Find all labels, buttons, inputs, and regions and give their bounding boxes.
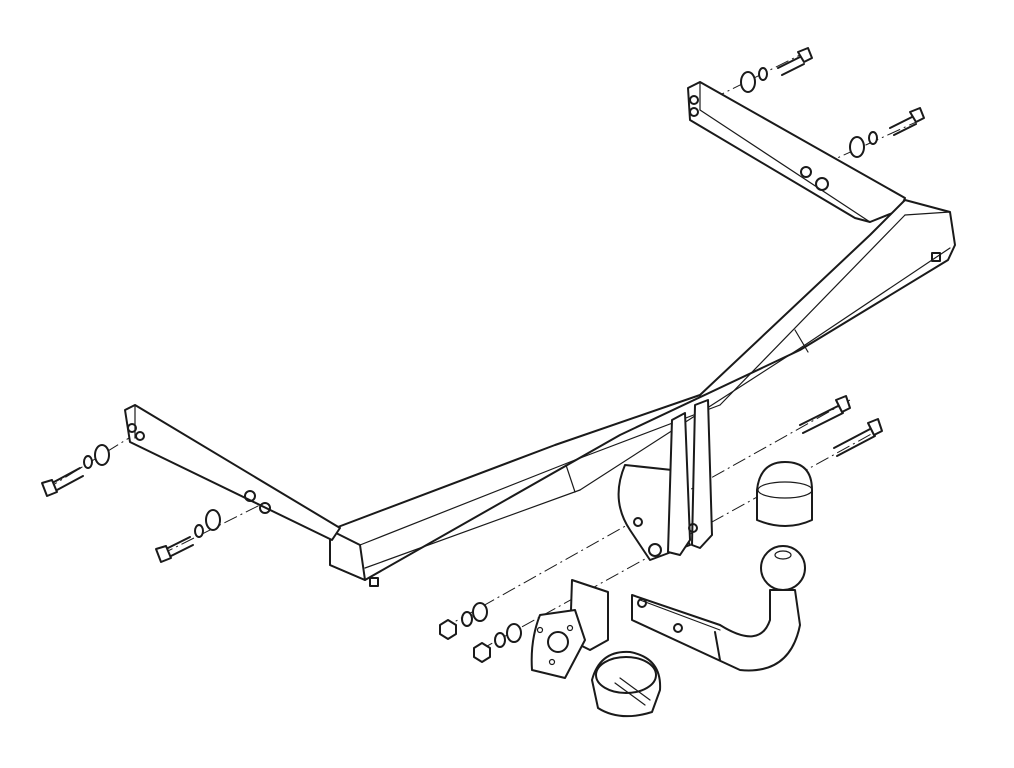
washer-left-1 [83,444,110,469]
washer-top-1 [740,67,768,93]
tow-ball [760,545,806,591]
tow-ball-neck [631,589,801,672]
bolt-left-1 [41,467,84,497]
center-bracket [617,399,713,561]
electrical-socket [591,650,662,718]
right-mounting-arm [687,81,906,223]
nuts-washers-center [439,602,522,663]
bolt-top-1 [777,47,813,76]
crossbar-beam [329,199,956,587]
washer-left-2 [194,509,221,538]
socket-mounting-plate [530,579,609,679]
left-mounting-arm [124,404,341,541]
bolt-top-2 [889,107,925,136]
bolt-left-2 [155,536,194,563]
bolt-center-1 [799,395,851,434]
bolt-center-2 [833,418,883,457]
tow-ball-cap [756,461,813,527]
washer-top-2 [849,131,878,158]
